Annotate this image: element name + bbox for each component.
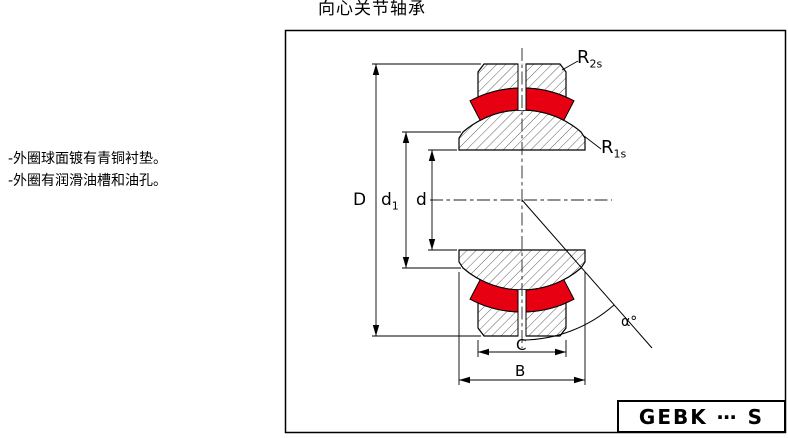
dim-label-B: B	[515, 362, 525, 380]
dim-label-alpha-text: α°	[621, 314, 638, 330]
dim-label-R1s: R1s	[601, 137, 626, 161]
dim-label-R2s-main: R	[577, 47, 590, 68]
dim-label-d1: d1	[381, 190, 399, 212]
dim-label-d1-sub: 1	[391, 199, 399, 213]
dim-label-D-text: D	[353, 190, 367, 210]
dim-label-R1s-sub: 1s	[613, 147, 627, 161]
note-line-1: -外圈球面镀有青铜衬垫。	[8, 151, 168, 167]
dim-label-R1s-main: R	[601, 137, 614, 158]
part-code-text: GEBK ⋯ S	[638, 404, 765, 429]
dim-label-d1-main: d	[381, 190, 392, 210]
dim-label-d: d	[416, 190, 427, 210]
dim-label-alpha: α°	[621, 314, 637, 330]
dim-label-d-text: d	[416, 190, 427, 210]
dim-label-R2s: R2s	[577, 47, 602, 71]
note-line-2: -外圈有润滑油槽和油孔。	[8, 173, 168, 189]
part-code-box: GEBK ⋯ S	[617, 400, 786, 433]
dim-label-B-text: B	[515, 362, 526, 380]
tilt-line	[521, 199, 653, 349]
dim-label-R2s-sub: 2s	[589, 57, 603, 71]
leader-line-R1s	[583, 135, 602, 150]
tilt-angle-arc	[521, 304, 615, 341]
page-title: 向心关节轴承	[318, 0, 426, 19]
leader-line-R2s	[561, 60, 579, 71]
notes-block: -外圈球面镀有青铜衬垫。 -外圈有润滑油槽和油孔。	[8, 148, 167, 192]
split-gap-top	[518, 63, 526, 110]
dim-label-C: C	[516, 336, 526, 354]
drawing-frame	[284, 29, 787, 434]
dim-label-D: D	[353, 190, 366, 210]
dim-label-C-text: C	[516, 336, 527, 354]
